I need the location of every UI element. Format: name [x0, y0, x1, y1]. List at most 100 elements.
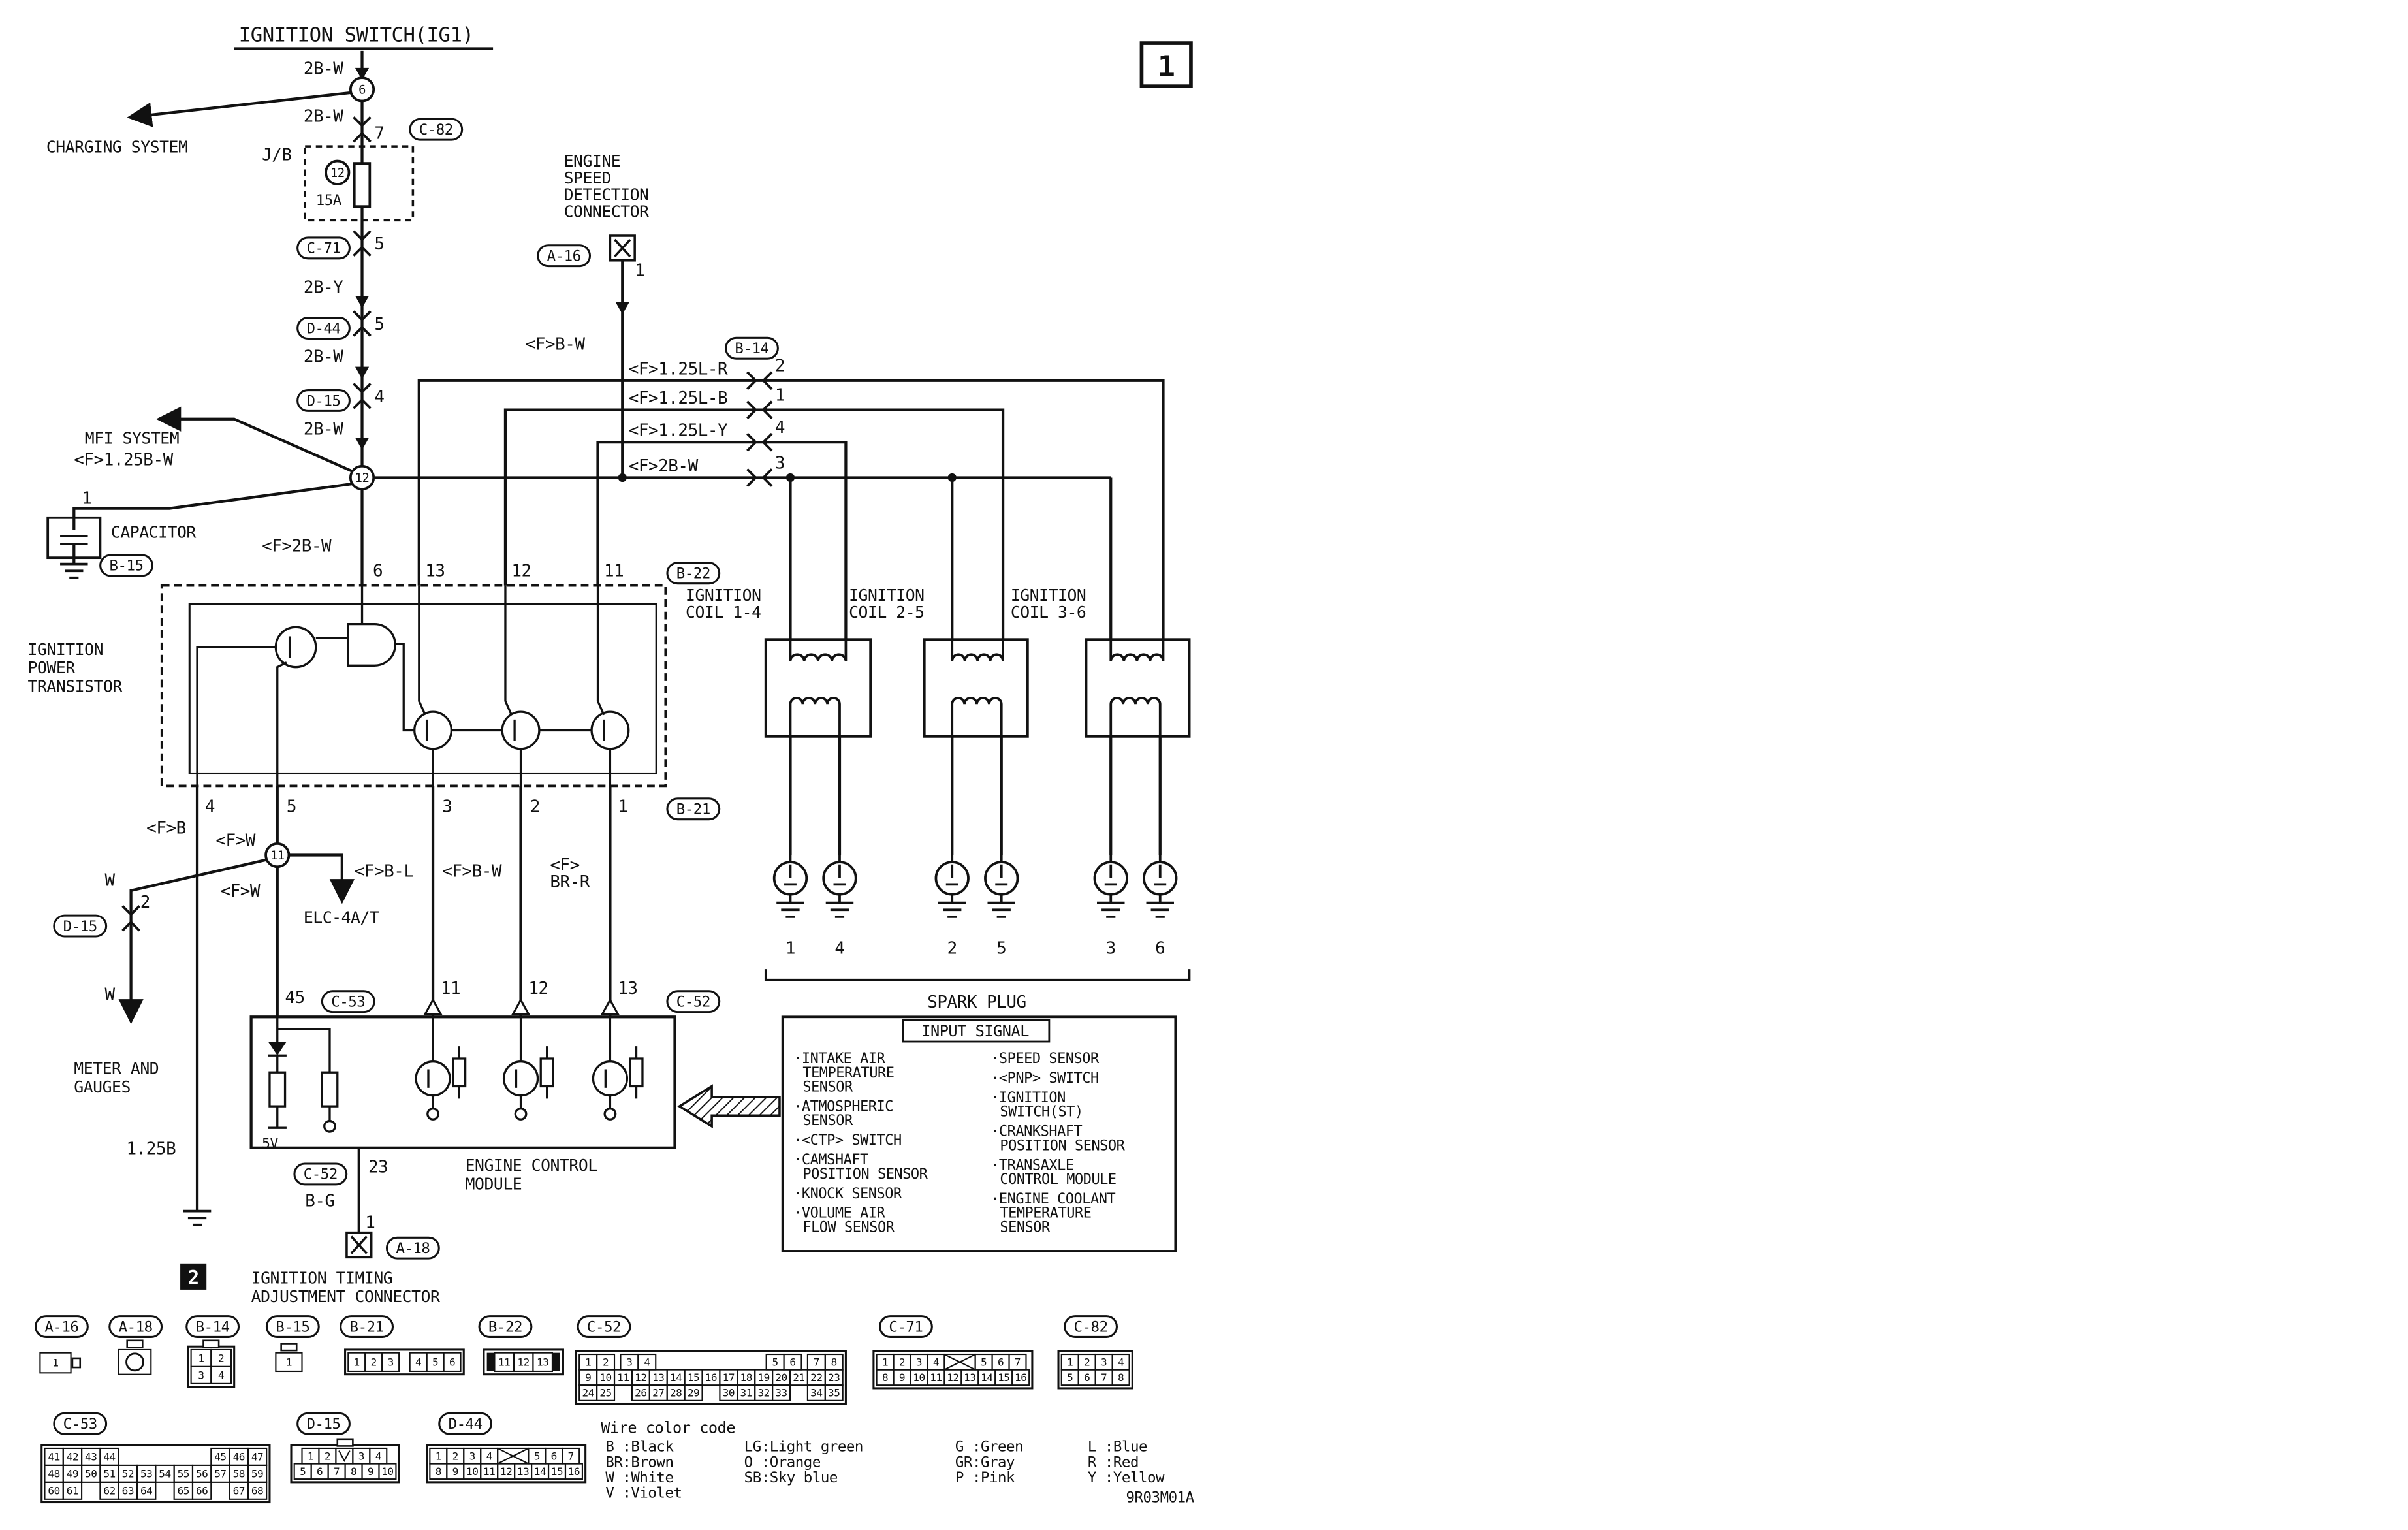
pinout-d-15-pin-4-number: 4 — [375, 1450, 381, 1462]
pinout-c-71-pin-14-number: 14 — [981, 1371, 992, 1384]
pin-b22-11: 11 — [604, 561, 624, 581]
ipt-label-1: IGNITION — [28, 640, 104, 659]
input-signal-item: ·SPEED SENSOR — [990, 1051, 1100, 1067]
pinout-c-52-pin-24-number: 24 — [582, 1387, 594, 1399]
mfi-system-label: MFI SYSTEM — [85, 429, 179, 448]
capacitor-label: CAPACITOR — [111, 522, 197, 541]
pinout-c-53-pin-68 — [247, 1481, 268, 1500]
pinout-c-53-pin-57-number: 57 — [214, 1468, 226, 1480]
ecm-label-1: ENGINE CONTROL — [466, 1156, 597, 1175]
spark-plug-2 — [934, 855, 970, 903]
pinout-c-53-pin-65-number: 65 — [178, 1484, 189, 1497]
junction-node-11 — [264, 842, 291, 869]
callout-a16 — [537, 244, 592, 268]
pinout-d-44-pin-5-number: 5 — [534, 1450, 540, 1462]
wire-label-bg: B-G — [305, 1192, 334, 1211]
wire-label-fbw-ecm: <F>B-W — [442, 862, 502, 882]
pinout-d-44-blocked-x — [497, 1447, 529, 1465]
pinout-b-21-callout — [340, 1315, 394, 1339]
pinout-c-71-pin-12-number: 12 — [947, 1371, 958, 1384]
pinout-c-52-pin-6-number: 6 — [789, 1356, 795, 1368]
spark-plug-3 — [1093, 855, 1128, 903]
pinout-c-52-pin-8-number: 8 — [831, 1356, 837, 1368]
spark-plug-6 — [1143, 855, 1178, 903]
callout-c52-top-label: C-52 — [676, 993, 710, 1010]
pinout-c-52-pin-21-number: 21 — [793, 1371, 804, 1384]
ground-plug-4 — [824, 901, 855, 918]
wire-label-fbw-a16: <F>B-W — [526, 335, 586, 355]
wire-color-code-title: Wire color code — [601, 1418, 735, 1437]
input-signal-item: TEMPERATURE — [802, 1065, 894, 1081]
pinout-c-82-pin-3-number: 3 — [1101, 1356, 1107, 1368]
pinout-a-18-ring — [118, 1348, 152, 1375]
pinout-c-52-pin-22-number: 22 — [810, 1371, 822, 1384]
pinout-c-82-callout — [1064, 1315, 1118, 1339]
pinout-c-71-pin-7-number: 7 — [1015, 1356, 1021, 1368]
pinout-c-53-pin-53-number: 53 — [140, 1468, 152, 1480]
input-signal-item: ·<CTP> SWITCH — [793, 1132, 902, 1149]
junction-block — [304, 145, 415, 222]
pinout-c-52-pin-13-number: 13 — [652, 1371, 664, 1384]
pinout-c-71-blocked-x — [943, 1354, 976, 1371]
pin-b21-1: 1 — [618, 797, 627, 816]
wire-label-fw-1: <F>W — [215, 831, 255, 850]
pinout-c-52-pin-29-number: 29 — [688, 1387, 699, 1399]
pinout-b-21-pin-2-number: 2 — [371, 1356, 377, 1368]
pinout-d-15-pin-7-number: 7 — [334, 1465, 340, 1478]
pinout-b-14-pin-4 — [210, 1365, 232, 1384]
pinout-c-71-callout-label: C-71 — [889, 1318, 923, 1335]
pinout-c-52-pin-25-number: 25 — [599, 1387, 611, 1399]
pinout-c-53-pin-55-number: 55 — [178, 1468, 189, 1480]
engine-control-module — [249, 1015, 676, 1149]
timing-connector-symbol — [345, 1231, 373, 1259]
pinout-d-15-callout — [296, 1412, 351, 1435]
note-marker-box — [180, 1263, 207, 1290]
input-signal-item: ·TRANSAXLE — [990, 1157, 1073, 1173]
pinout-c-52-pin-33 — [772, 1384, 791, 1401]
coil36-label-2: COIL 3-6 — [1011, 603, 1086, 622]
pinout-b-22-keying — [486, 1352, 495, 1371]
pinout-c-53-pin-52-number: 52 — [122, 1468, 134, 1480]
pinout-d-44-pin-8-number: 8 — [436, 1465, 441, 1478]
wire-label-2bw-3: 2B-W — [304, 347, 343, 366]
pinout-c-52-pin-25 — [596, 1384, 616, 1401]
pinout-b-22-housing — [483, 1348, 564, 1376]
pinout-d-44-pin-6-number: 6 — [551, 1450, 557, 1462]
pinout-c-82-pin-6-number: 6 — [1084, 1371, 1090, 1384]
pinout-b-15-callout — [265, 1315, 320, 1339]
ignition-coil-3-6 — [1085, 638, 1191, 738]
pinout-c-71-pin-2-number: 2 — [899, 1356, 905, 1368]
ground-plug-1 — [775, 901, 806, 918]
pinout-d-44-pin-1-number: 1 — [436, 1450, 441, 1462]
callout-d44-label: D-44 — [306, 320, 340, 337]
esdc-label-1: ENGINE — [564, 151, 621, 170]
wire-color-entry: SB:Sky blue — [744, 1469, 838, 1486]
pinout-c-52-pin-18-number: 18 — [740, 1371, 752, 1384]
meter-label-2: GAUGES — [74, 1077, 131, 1096]
pinout-c-52-pin-3-number: 3 — [626, 1356, 632, 1368]
pinout-c-52-pin-4-number: 4 — [644, 1356, 650, 1368]
callout-b22-label: B-22 — [676, 566, 710, 582]
sparkplug-number-6: 6 — [1155, 939, 1165, 959]
spark-plug-label: SPARK PLUG — [927, 993, 1026, 1012]
junction-dots — [618, 473, 957, 483]
wire-color-entry: O :Orange — [744, 1454, 821, 1471]
pinout-a-18-callout — [108, 1315, 163, 1339]
pinout-b-22-pin-13-number: 13 — [537, 1356, 548, 1368]
pinout-d-44-pin-14-number: 14 — [534, 1465, 546, 1478]
pinout-c-52-pin-17-number: 17 — [723, 1371, 735, 1384]
pinout-c-71-pin-6-number: 6 — [998, 1356, 1004, 1368]
wire-color-entry: Y :Yellow — [1088, 1469, 1165, 1486]
ground-plug-2 — [937, 901, 968, 918]
callout-d15-trunk — [296, 389, 351, 412]
pinout-b-21-pin-1-number: 1 — [354, 1356, 360, 1368]
wire-color-entry: W :White — [605, 1469, 673, 1486]
pinout-c-53-pin-61-number: 61 — [67, 1484, 78, 1497]
pinout-c-82-pin-8-number: 8 — [1118, 1371, 1124, 1384]
callout-c71 — [296, 236, 351, 260]
pinout-d-15-pin-10 — [378, 1463, 397, 1480]
pin-c52-23: 23 — [368, 1158, 388, 1177]
ground-plug-5 — [986, 901, 1017, 918]
wire-color-entry: G :Green — [955, 1439, 1023, 1456]
